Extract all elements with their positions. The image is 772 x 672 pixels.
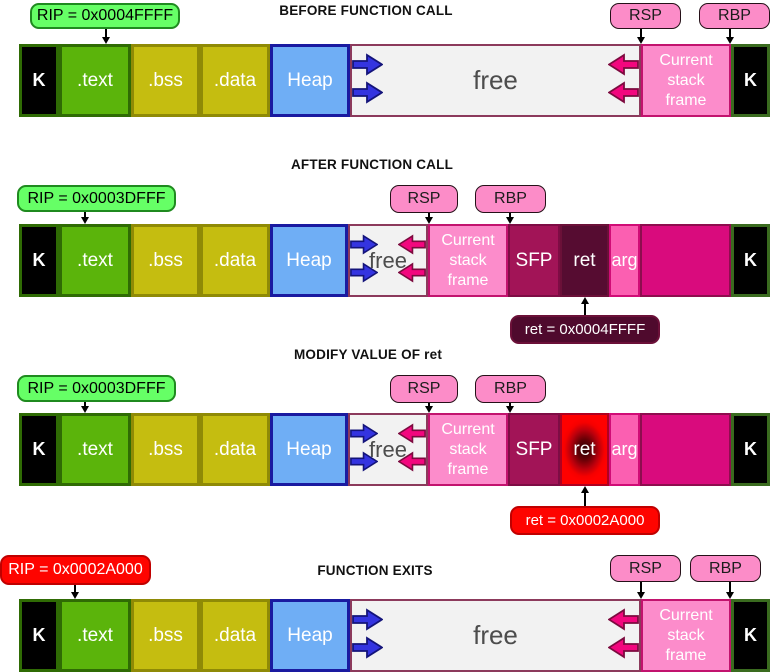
ret-value-callout: ret = 0x0004FFFF <box>510 315 660 344</box>
free-memory-segment: free <box>350 599 641 672</box>
kernel-segment: K <box>19 413 59 486</box>
free-memory-segment: free <box>348 224 428 297</box>
rsp-register-callout: RSP <box>390 185 458 213</box>
bss-segment: .bss <box>131 44 200 117</box>
rbp-register-callout: RBP <box>475 185 546 213</box>
stage-title-modify: MODIFY VALUE OF ret <box>293 347 443 362</box>
heap-growth-arrow-icon <box>352 608 383 631</box>
text-segment: .text <box>59 599 131 672</box>
arg-segment: arg <box>609 224 640 297</box>
rbp-register-callout: RBP <box>475 375 546 403</box>
heap-growth-arrow-icon <box>350 262 378 283</box>
rsp-pointer-arrow <box>637 582 645 599</box>
text-segment: .text <box>59 224 131 297</box>
heap-growth-arrow-icon <box>350 451 378 472</box>
stage-title-exit: FUNCTION EXITS <box>317 563 433 578</box>
data-segment: .data <box>200 224 270 297</box>
kernel-segment: K <box>19 44 59 117</box>
bss-segment: .bss <box>131 599 200 672</box>
stack-growth-arrow-icon <box>608 53 639 76</box>
rip-pointer-arrow <box>81 402 89 413</box>
kernel-segment: K <box>731 224 770 297</box>
rbp-pointer-arrow <box>506 213 514 224</box>
memory-bar-modify: K .text .bss .data Heap free Current sta… <box>19 413 770 486</box>
heap-segment: Heap <box>270 413 348 486</box>
heap-segment: Heap <box>270 44 350 117</box>
heap-growth-arrow-icon <box>352 636 383 659</box>
rbp-pointer-arrow <box>726 582 734 599</box>
rsp-pointer-arrow <box>425 213 433 224</box>
rsp-register-callout: RSP <box>390 375 458 403</box>
stage-title-after: AFTER FUNCTION CALL <box>290 157 454 172</box>
bss-segment: .bss <box>131 224 200 297</box>
heap-growth-arrow-icon <box>352 81 383 104</box>
ret-segment: ret <box>560 224 609 297</box>
rip-register-callout-hijacked: RIP = 0x0002A000 <box>0 555 151 585</box>
data-segment: .data <box>200 599 270 672</box>
memory-bar-after: K .text .bss .data Heap free Current sta… <box>19 224 770 297</box>
rip-pointer-arrow <box>71 585 79 599</box>
sfp-segment: SFP <box>508 413 560 486</box>
heap-segment: Heap <box>270 599 350 672</box>
kernel-segment: K <box>19 599 59 672</box>
rip-register-callout: RIP = 0x0003DFFF <box>17 185 176 212</box>
stage-title-before: BEFORE FUNCTION CALL <box>279 3 453 18</box>
current-stack-frame-segment: Current stack frame <box>641 599 731 672</box>
rsp-register-callout: RSP <box>610 555 681 582</box>
text-segment: .text <box>59 413 131 486</box>
data-segment: .data <box>200 413 270 486</box>
ret-value-callout-modified: ret = 0x0002A000 <box>510 506 660 535</box>
rsp-pointer-arrow <box>425 403 433 413</box>
stack-growth-arrow-icon <box>398 234 426 255</box>
rbp-register-callout: RBP <box>690 555 761 582</box>
stack-growth-arrow-icon <box>608 81 639 104</box>
free-label: free <box>369 247 407 273</box>
arg-segment: arg <box>609 413 640 486</box>
rip-pointer-arrow <box>102 29 110 44</box>
kernel-segment: K <box>731 599 770 672</box>
old-stack-region <box>640 413 731 486</box>
rbp-pointer-arrow <box>726 29 734 44</box>
rip-pointer-arrow <box>81 212 89 224</box>
current-stack-frame-segment: Current stack frame <box>641 44 731 117</box>
kernel-segment: K <box>19 224 59 297</box>
memory-bar-exit: K .text .bss .data Heap free Current sta… <box>19 599 770 672</box>
stack-growth-arrow-icon <box>398 262 426 283</box>
free-memory-segment: free <box>348 413 428 486</box>
free-label: free <box>473 620 518 650</box>
stack-growth-arrow-icon <box>608 636 639 659</box>
heap-growth-arrow-icon <box>350 234 378 255</box>
heap-growth-arrow-icon <box>352 53 383 76</box>
data-segment: .data <box>200 44 270 117</box>
rip-register-callout: RIP = 0x0003DFFF <box>17 375 176 402</box>
rip-register-callout: RIP = 0x0004FFFF <box>30 3 180 29</box>
rbp-pointer-arrow <box>506 403 514 413</box>
stack-growth-arrow-icon <box>398 451 426 472</box>
heap-segment: Heap <box>270 224 348 297</box>
free-memory-segment: free <box>350 44 641 117</box>
old-stack-region <box>640 224 731 297</box>
stack-growth-arrow-icon <box>608 608 639 631</box>
heap-growth-arrow-icon <box>350 423 378 444</box>
current-stack-frame-segment: Current stack frame <box>428 224 508 297</box>
memory-bar-before: K .text .bss .data Heap free Current sta… <box>19 44 770 117</box>
ret-pointer-arrow <box>581 486 589 506</box>
stack-growth-arrow-icon <box>398 423 426 444</box>
free-label: free <box>369 436 407 462</box>
rbp-register-callout: RBP <box>699 3 770 29</box>
bss-segment: .bss <box>131 413 200 486</box>
text-segment: .text <box>59 44 131 117</box>
sfp-segment: SFP <box>508 224 560 297</box>
kernel-segment: K <box>731 413 770 486</box>
ret-pointer-arrow <box>581 297 589 315</box>
rsp-pointer-arrow <box>637 29 645 44</box>
kernel-segment: K <box>731 44 770 117</box>
ret-segment-modified: ret <box>560 413 609 486</box>
current-stack-frame-segment: Current stack frame <box>428 413 508 486</box>
rsp-register-callout: RSP <box>610 3 681 29</box>
free-label: free <box>473 65 518 95</box>
